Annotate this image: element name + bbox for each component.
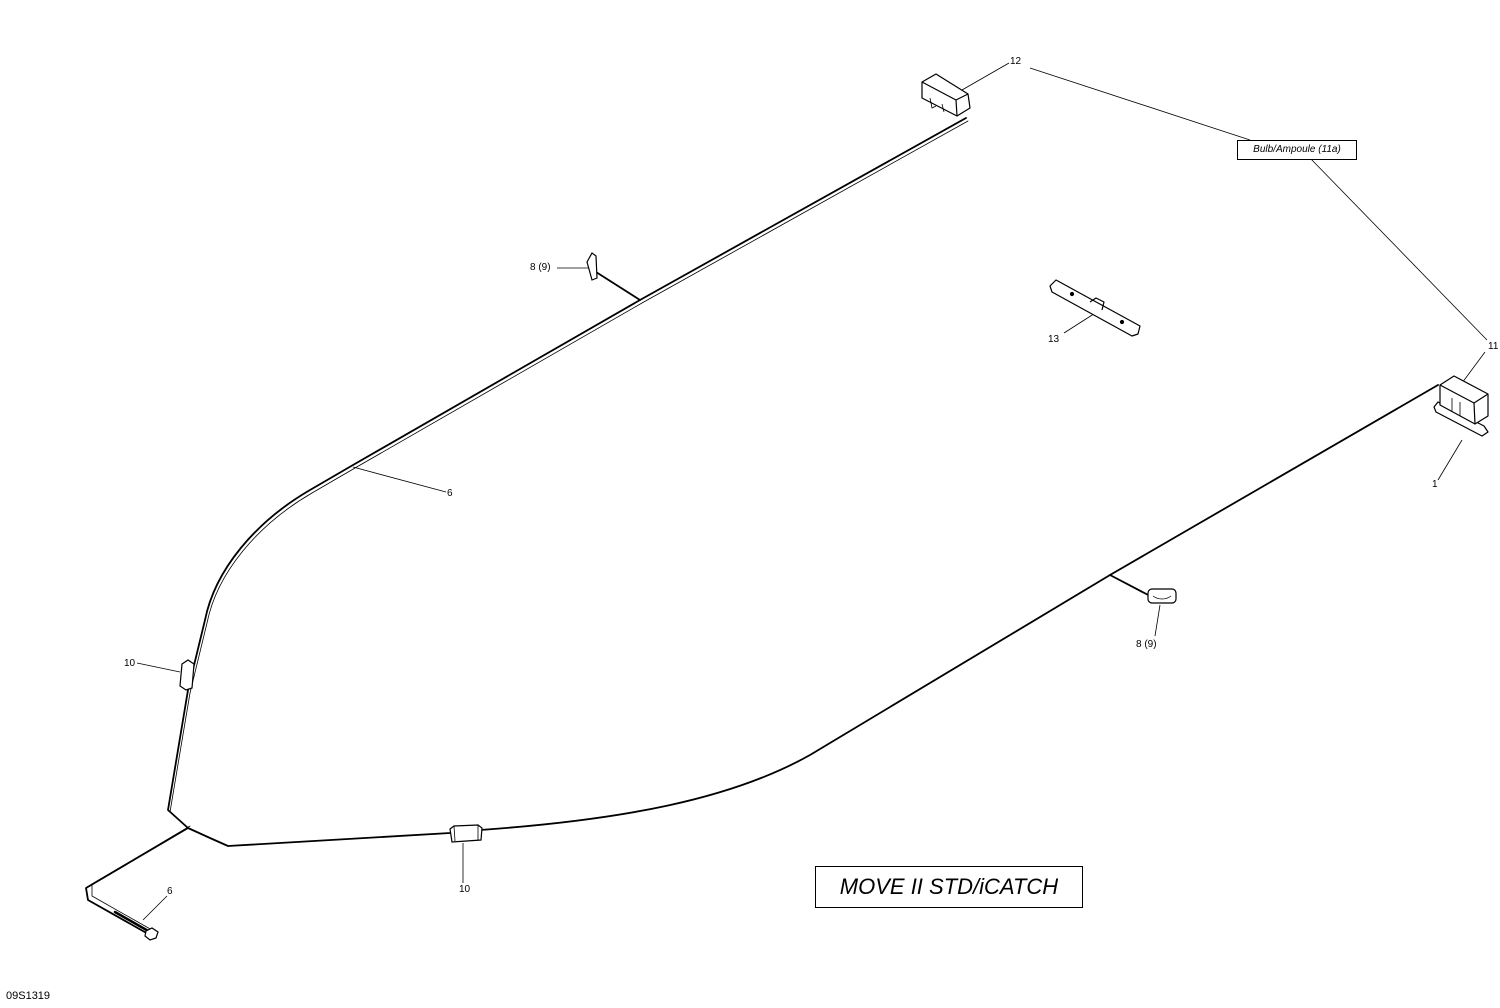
callout-13: 13 bbox=[1048, 334, 1060, 345]
bracket-icon bbox=[1049, 279, 1141, 337]
connector-icon bbox=[449, 824, 483, 843]
callout-11: 11 bbox=[1488, 341, 1499, 352]
light-housing-icon bbox=[1433, 375, 1489, 437]
callout-6-bottom: 6 bbox=[167, 886, 173, 897]
drawing-number: 09S1319 bbox=[6, 990, 51, 1002]
light-housing-icon bbox=[921, 73, 971, 117]
callout-12: 12 bbox=[1010, 56, 1022, 67]
callout-10-left: 10 bbox=[124, 658, 136, 669]
diagram-title: MOVE II STD/iCATCH bbox=[815, 866, 1083, 908]
harness-wire-starboard bbox=[187, 384, 1439, 847]
connector-icon bbox=[179, 659, 195, 691]
callout-8-top: 8 (9) bbox=[530, 262, 551, 273]
harness-wire-port bbox=[85, 117, 967, 936]
callout-8-right: 8 (9) bbox=[1136, 639, 1157, 650]
bulb-note-label: Bulb/Ampoule (11a) bbox=[1237, 140, 1357, 160]
clip-icon bbox=[1147, 588, 1177, 604]
connector-icon bbox=[144, 927, 159, 941]
clip-icon bbox=[586, 252, 598, 281]
callout-6-top: 6 bbox=[447, 488, 453, 499]
callout-1: 1 bbox=[1432, 479, 1438, 490]
callout-10-bottom: 10 bbox=[459, 884, 471, 895]
